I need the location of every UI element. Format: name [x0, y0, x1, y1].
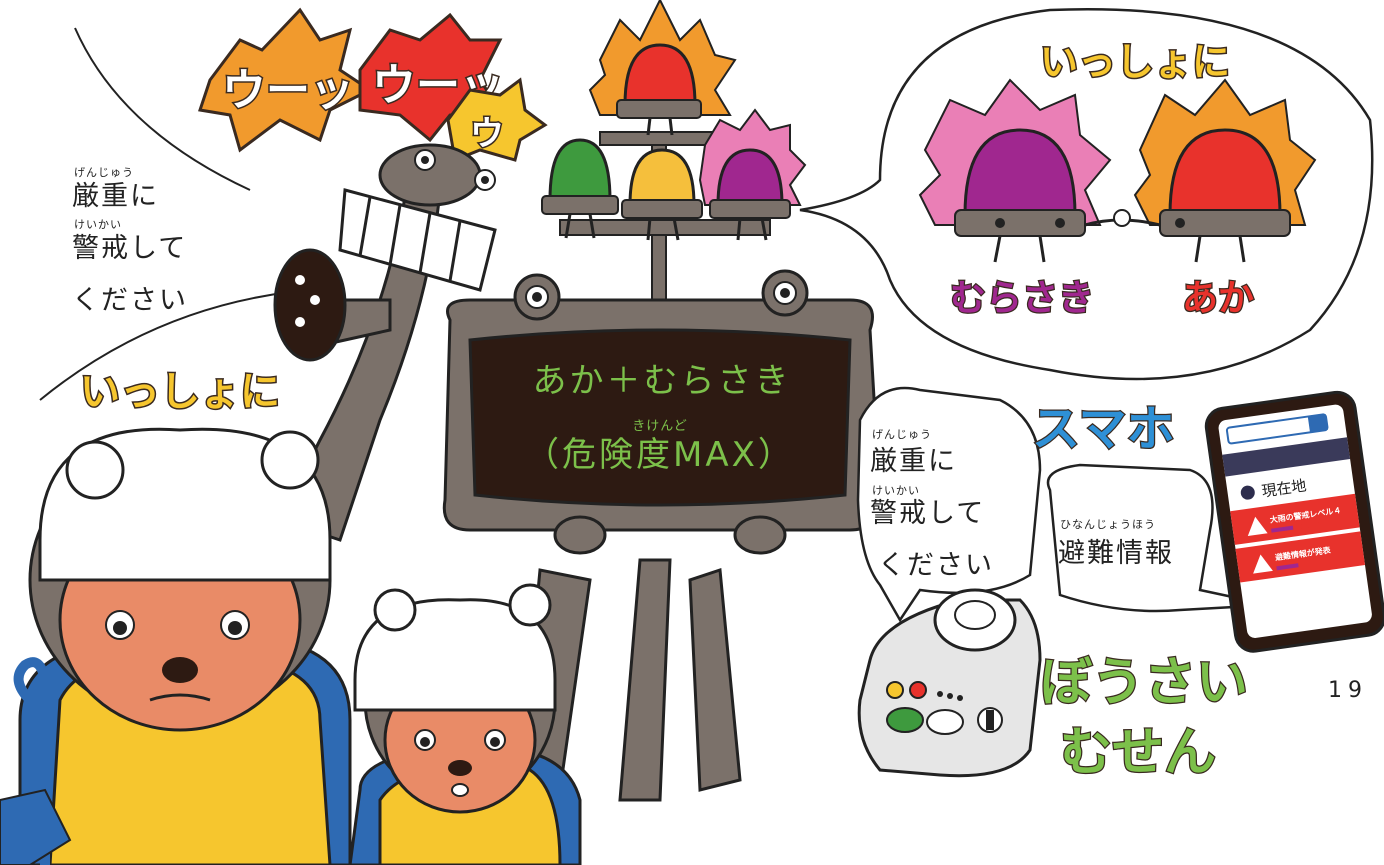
svg-text:げんじゅう: げんじゅう — [74, 166, 134, 179]
svg-text:ぼうさい: ぼうさい — [1040, 653, 1248, 713]
screen-line-2: （危険度MAX） — [525, 435, 795, 475]
svg-text:厳重に: 厳重に — [870, 446, 957, 477]
page-number: 19 — [1328, 678, 1368, 703]
left-bubble-text: げんじゅう 厳重に けいかい 警戒して ください — [72, 166, 188, 316]
label-purple: むらさき — [950, 278, 1094, 319]
issho-left-title: いっしょに — [80, 369, 280, 415]
svg-text:けいかい: けいかい — [872, 484, 920, 497]
radio-speech-bubble: げんじゅう 厳重に けいかい 警戒して ください — [856, 386, 1042, 623]
smartphone-device: 現在地 大雨の警戒レベル４ 避難情報が発表 — [1204, 390, 1384, 653]
evacuation-info-label: 避難情報 — [1058, 538, 1174, 569]
otter-child — [348, 583, 582, 865]
green-warning-light — [541, 138, 619, 239]
left-bubble-outline — [39, 27, 291, 401]
yellow-warning-light — [621, 148, 703, 241]
svg-text:げんじゅう: げんじゅう — [872, 428, 932, 441]
svg-text:ウーッ: ウーッ — [222, 65, 354, 116]
right-bubble-title: いっしょに — [1040, 40, 1230, 84]
radio-title: ぼうさい むせん — [1039, 652, 1250, 785]
svg-text:ウーッ: ウーッ — [372, 60, 504, 111]
location-pin-icon — [1240, 485, 1255, 500]
basket-lamp — [338, 188, 497, 292]
disaster-radio — [857, 588, 1042, 778]
warning-icon — [1247, 516, 1268, 537]
svg-text:警戒して: 警戒して — [72, 233, 187, 264]
screen-line-1: あか＋むらさき — [533, 361, 792, 401]
loudspeaker-pole — [273, 143, 497, 542]
right-speech-bubble: いっしょに むらさき あか — [799, 8, 1374, 381]
sound-effect-3: ウ — [446, 77, 548, 163]
svg-text:ひなんじょうほう: ひなんじょうほう — [1060, 518, 1156, 531]
otter-adult — [0, 427, 352, 865]
svg-text:ください: ください — [878, 550, 994, 581]
speaker-horn — [273, 248, 392, 362]
svg-text:厳重に: 厳重に — [72, 181, 159, 212]
warning-icon-2 — [1253, 554, 1273, 574]
smartphone-section: スマホ ひなんじょうほう 避難情報 現在地 大雨の警戒レベル４ 避難情報が発表 — [1031, 390, 1384, 653]
svg-text:警戒して: 警戒して — [870, 498, 985, 529]
red-warning-light — [588, 0, 737, 136]
monitor-screen-text: あか＋むらさき きけんど （危険度MAX） — [525, 361, 795, 475]
svg-text:ください: ください — [72, 285, 188, 316]
sound-effect-1: ウーッ — [198, 7, 373, 153]
svg-text:むせん: むせん — [1060, 723, 1216, 783]
smartphone-title: スマホ — [1032, 401, 1175, 457]
purple-warning-light — [698, 108, 807, 241]
label-red: あか — [1182, 278, 1254, 319]
svg-text:ウ: ウ — [470, 114, 504, 154]
svg-text:けいかい: けいかい — [74, 218, 122, 231]
svg-text:きけんど: きけんど — [632, 419, 688, 434]
